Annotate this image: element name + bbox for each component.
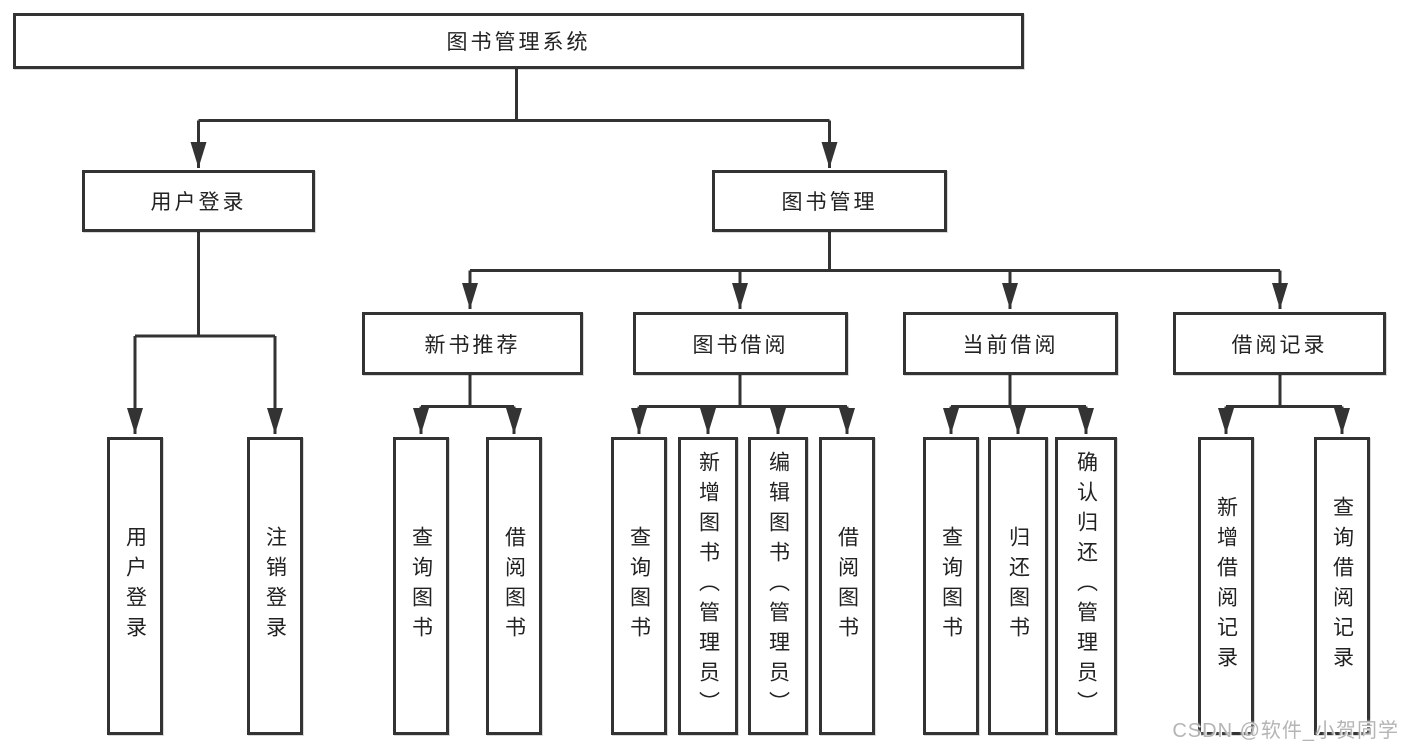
node-leaf-logout: 注销登录 xyxy=(247,437,303,735)
node-leaf-user-login: 用户登录 xyxy=(107,437,163,735)
node-leaf-confirm-return-admin: 确认归还（管理员） xyxy=(1055,437,1117,735)
node-leaf-add-borrow-record: 新增借阅记录 xyxy=(1198,437,1254,735)
node-leaf-query-borrow-record: 查询借阅记录 xyxy=(1314,437,1370,735)
node-leaf-query-books-borrowing: 查询图书 xyxy=(611,437,667,735)
node-library-system: 图书管理系统 xyxy=(13,13,1024,69)
node-book-borrowing: 图书借阅 xyxy=(633,312,848,375)
node-borrowing-records: 借阅记录 xyxy=(1173,312,1386,375)
node-leaf-query-books-recommend: 查询图书 xyxy=(393,437,449,735)
node-current-borrowing: 当前借阅 xyxy=(903,312,1118,375)
node-leaf-add-books-admin: 新增图书（管理员） xyxy=(678,437,738,735)
node-leaf-borrow-books-recommend: 借阅图书 xyxy=(486,437,542,735)
node-book-management: 图书管理 xyxy=(712,170,947,232)
node-leaf-edit-books-admin: 编辑图书（管理员） xyxy=(748,437,808,735)
watermark: CSDN @软件_小贺同学 xyxy=(1172,720,1399,742)
node-leaf-query-books-current: 查询图书 xyxy=(923,437,979,735)
node-user-login: 用户登录 xyxy=(82,170,315,232)
node-new-book-recommend: 新书推荐 xyxy=(362,312,583,375)
node-leaf-borrow-books: 借阅图书 xyxy=(819,437,875,735)
node-leaf-return-books: 归还图书 xyxy=(988,437,1048,735)
